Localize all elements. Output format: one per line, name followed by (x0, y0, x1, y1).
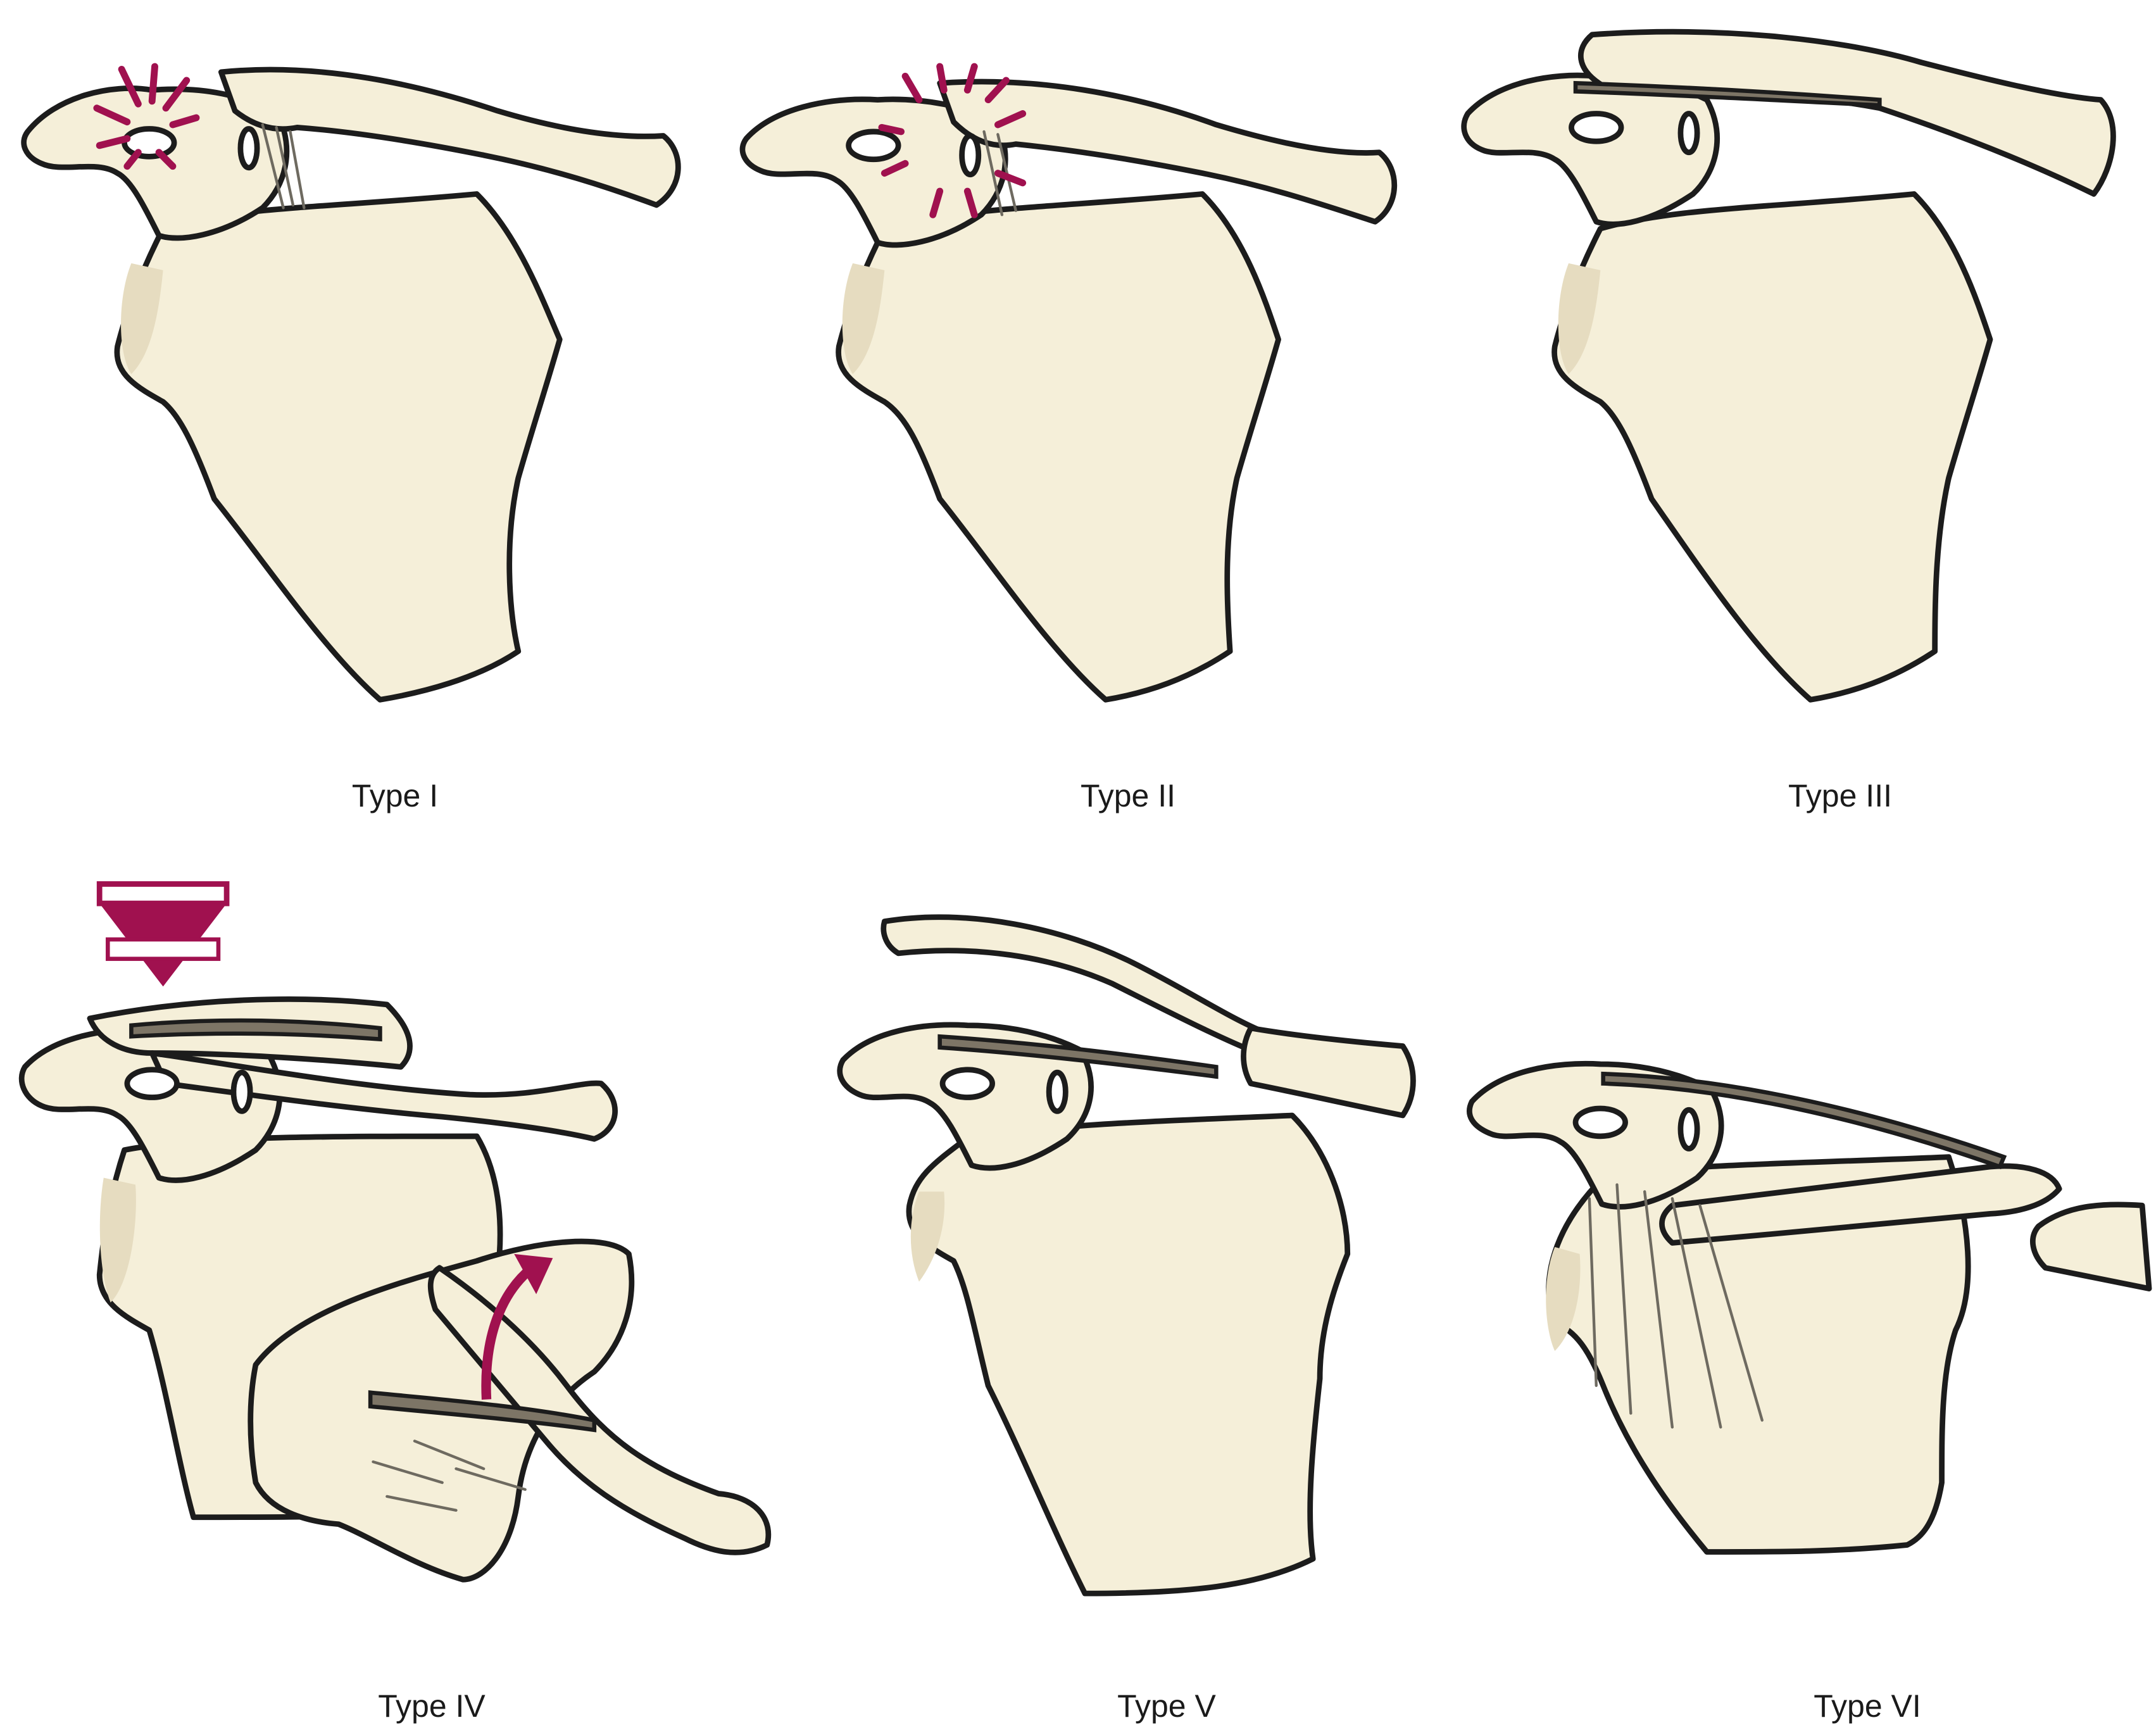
coracoid-opening-2 (237, 126, 260, 171)
inset-ligament (372, 1440, 527, 1512)
caption-type-5: Type V (1117, 1688, 1216, 1724)
panel-type-6 (1467, 1060, 2152, 1555)
clavicle (937, 78, 1398, 225)
downward-force-arrow-icon (96, 881, 230, 987)
caption-type-6: Type VI (1814, 1688, 1921, 1724)
clavicle-displaced (881, 914, 1268, 1056)
sprain-mark (878, 63, 1027, 218)
glenoid (99, 1177, 136, 1303)
conjoined-tendon (1588, 1183, 1764, 1429)
glenoid (842, 263, 885, 374)
coracoid-opening (1569, 111, 1624, 144)
coracoid-opening-2 (1677, 1107, 1700, 1152)
torn-ligament (1573, 80, 1882, 108)
scapula-body (114, 191, 563, 703)
caption-type-3: Type III (1788, 778, 1892, 813)
coracoclavicular-ligament (982, 130, 1017, 216)
humeral-head (2030, 1202, 2152, 1291)
scapula-body (836, 191, 1281, 703)
inset-torn-ligament (368, 1390, 597, 1433)
coracoid-opening-2 (1677, 111, 1700, 156)
coracoid-opening-2 (230, 1069, 253, 1114)
acromion (739, 96, 1008, 248)
panel-type-1 (21, 63, 681, 703)
scapula-body (1551, 191, 1993, 703)
coracoid-opening-2 (959, 133, 982, 178)
torn-ligament (937, 1034, 1219, 1079)
panel-type-3 (1461, 28, 2116, 703)
glenoid (1546, 1246, 1581, 1352)
caption-type-2: Type II (1080, 778, 1176, 813)
posterior-displacement-arrow-icon (481, 1253, 553, 1400)
glenoid (121, 263, 163, 374)
panel-type-2 (739, 63, 1398, 703)
torn-ligament (129, 1018, 382, 1042)
glenoid (910, 1191, 945, 1282)
clavicle-inferior (1659, 1163, 2062, 1246)
glenoid (1558, 263, 1601, 374)
clavicle-lateral (1241, 1025, 1416, 1119)
coracoid-opening-2 (1046, 1069, 1069, 1114)
scapula-body (906, 1112, 1351, 1597)
coracoid-opening (1572, 1105, 1628, 1139)
torn-ligament (1601, 1071, 2007, 1170)
coracoid-opening (846, 129, 901, 163)
sprain-mark (93, 63, 200, 170)
coracoid-opening (124, 1067, 180, 1100)
caption-type-1: Type I (351, 778, 439, 813)
panel-type-4 (18, 881, 772, 1583)
caption-type-4: Type IV (378, 1688, 486, 1724)
panel-type-5 (837, 914, 1416, 1597)
coracoid-opening (122, 126, 177, 160)
coracoclavicular-ligament (261, 123, 306, 210)
clavicle-shaft (149, 1050, 618, 1142)
clavicle (218, 66, 681, 208)
coracoid-opening (939, 1067, 995, 1100)
